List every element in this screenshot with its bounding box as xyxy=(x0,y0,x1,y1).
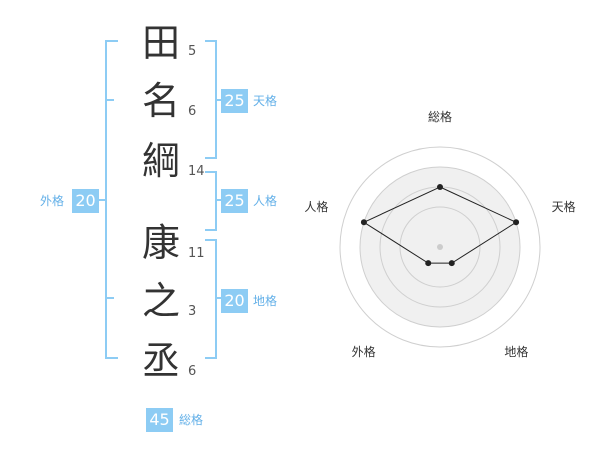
radar-value-polygon xyxy=(362,186,518,264)
radar-point-3 xyxy=(448,260,455,267)
name-char-1: 田 xyxy=(141,21,180,65)
radar-axis-label-3: 地格 xyxy=(504,344,528,359)
name-char-4: 康 xyxy=(141,221,180,265)
chikaku-label: 地格 xyxy=(253,294,278,308)
name-char-6: 丞 xyxy=(141,339,180,383)
radar-point-2 xyxy=(513,219,520,226)
jinkaku-label: 人格 xyxy=(253,194,278,208)
radar-axis-label-4: 外格 xyxy=(352,344,376,359)
stroke-count-2: 6 xyxy=(188,104,197,119)
soukaku-label: 総格 xyxy=(179,413,204,427)
radar-point-1 xyxy=(437,184,443,190)
name-char-3: 綱 xyxy=(141,139,180,183)
stroke-count-6: 6 xyxy=(188,364,197,379)
gaikaku-label: 外格 xyxy=(40,194,65,208)
radar-axis-label-2: 天格 xyxy=(552,199,576,214)
name-char-2: 名 xyxy=(141,79,180,123)
name-char-5: 之 xyxy=(141,279,180,323)
radar-axis-label-5: 人格 xyxy=(304,199,328,214)
soukaku-value-badge: 45 xyxy=(146,408,173,432)
radar-ring-1 xyxy=(399,206,481,288)
radar-ring-3 xyxy=(359,166,521,328)
tenkaku-value-badge: 25 xyxy=(221,89,248,113)
stroke-count-5: 3 xyxy=(188,304,197,319)
radar-ring-4 xyxy=(339,146,541,348)
radar-center-dot xyxy=(437,244,443,250)
radar-point-5 xyxy=(360,219,367,226)
stroke-count-3: 14 xyxy=(188,164,205,179)
stroke-count-1: 5 xyxy=(188,44,197,59)
gaikaku-value-badge: 20 xyxy=(72,189,99,213)
radar-axis-label-1: 総格 xyxy=(428,109,452,124)
tenkaku-label: 天格 xyxy=(253,94,278,108)
jinkaku-value-badge: 25 xyxy=(221,189,248,213)
radar-point-4 xyxy=(425,260,432,267)
stroke-count-4: 11 xyxy=(188,246,205,261)
chikaku-value-badge: 20 xyxy=(221,289,248,313)
